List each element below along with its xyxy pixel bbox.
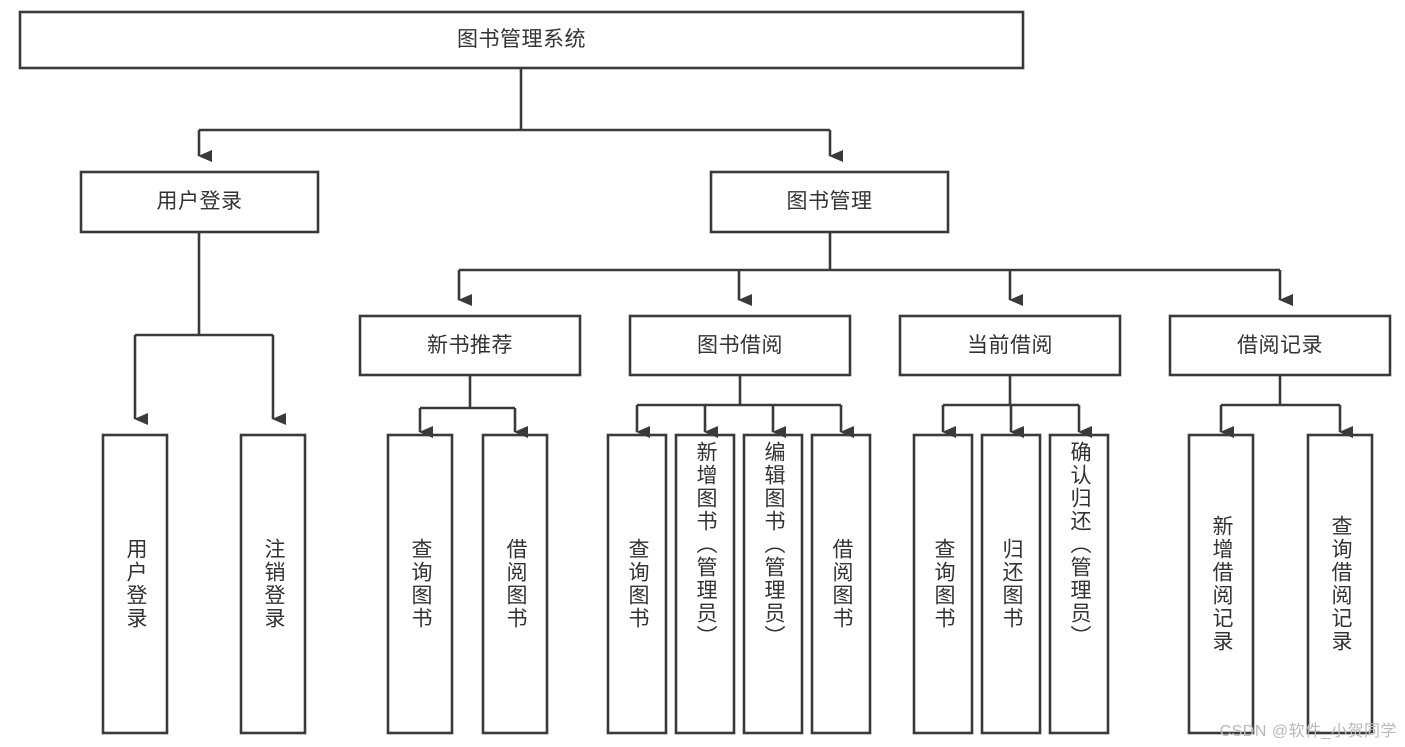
node-box-current-borrow[interactable]	[898, 314, 1122, 377]
node-box-leaf-query-book-borrow[interactable]	[606, 433, 668, 735]
node-box-leaf-logout[interactable]	[239, 433, 307, 735]
node-box-root[interactable]	[18, 10, 1025, 70]
node-box-leaf-user-login[interactable]	[101, 433, 169, 735]
node-box-leaf-edit-book-admin[interactable]	[742, 433, 804, 735]
node-box-new-book-recommend[interactable]	[358, 314, 582, 377]
node-box-book-borrow[interactable]	[628, 314, 852, 377]
node-box-borrow-record[interactable]	[1168, 314, 1392, 377]
node-box-leaf-query-borrow-record[interactable]	[1306, 433, 1374, 735]
node-box-user-login[interactable]	[79, 170, 320, 234]
node-box-leaf-query-book-recommend[interactable]	[386, 433, 454, 735]
node-box-leaf-add-book-admin[interactable]	[674, 433, 736, 735]
node-box-leaf-query-book-current[interactable]	[912, 433, 974, 735]
node-box-leaf-confirm-return-admin[interactable]	[1048, 433, 1110, 735]
node-box-leaf-return-book[interactable]	[980, 433, 1042, 735]
node-box-leaf-add-borrow-record[interactable]	[1187, 433, 1255, 735]
csdn-watermark: CSDN @软件_小贺同学	[1219, 723, 1397, 740]
node-box-book-management[interactable]	[709, 170, 950, 234]
node-box-leaf-borrow-book[interactable]	[810, 433, 872, 735]
node-box-leaf-borrow-book-recommend[interactable]	[481, 433, 549, 735]
